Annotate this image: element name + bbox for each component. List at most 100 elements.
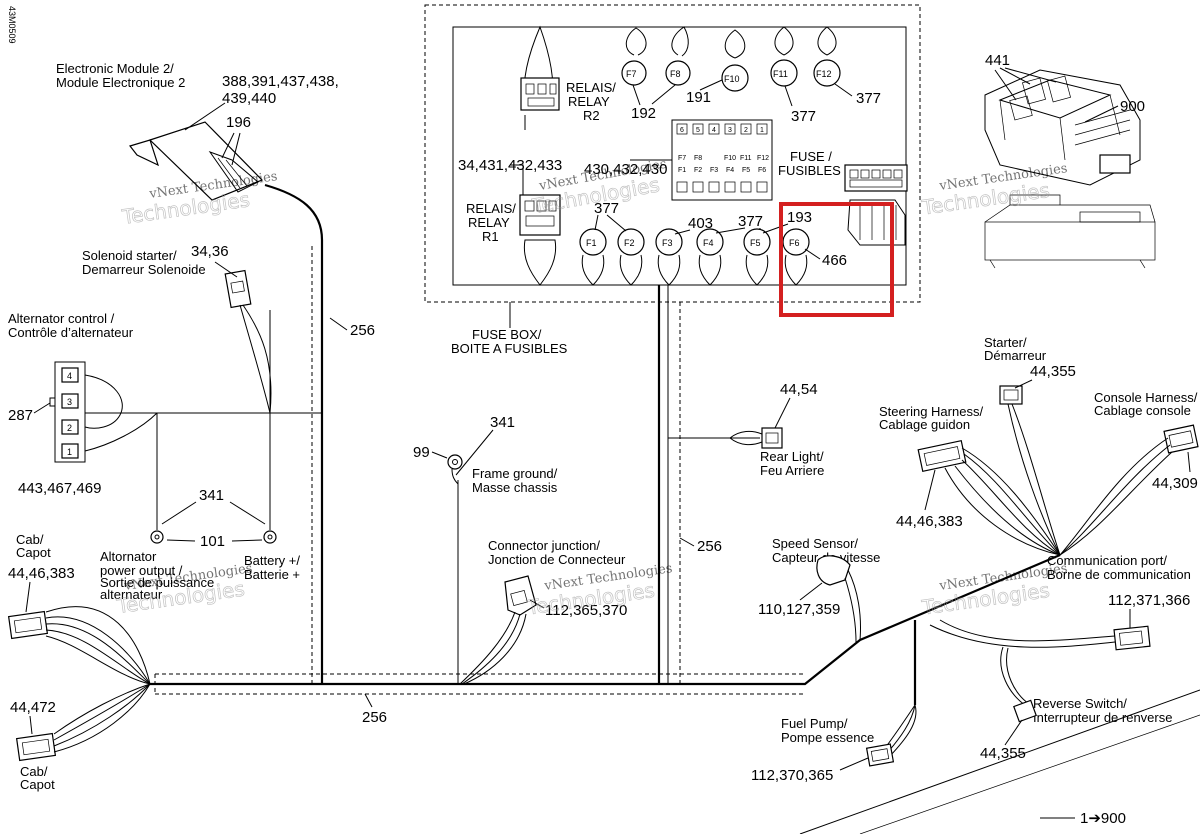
ref-f10: 191 bbox=[686, 89, 711, 106]
comm-name-en: Communication port/ bbox=[1047, 553, 1167, 568]
relay-r2-line1: RELAIS/ bbox=[566, 80, 616, 95]
console-refs: 44,309 bbox=[1152, 475, 1198, 492]
reverse-name-fr: Interrupteur de renverse bbox=[1033, 710, 1172, 725]
rear-light-refs: 44,54 bbox=[780, 381, 818, 398]
ref-f6: 466 bbox=[822, 252, 847, 269]
ring-ref-middle: 101 bbox=[200, 533, 225, 550]
highlight-box bbox=[779, 202, 894, 317]
starter-name-en: Starter/ bbox=[984, 335, 1027, 350]
fuse-label-line1: FUSE / bbox=[790, 149, 832, 164]
ref-f7f8: 192 bbox=[631, 105, 656, 122]
fuse-f2: F2 bbox=[624, 238, 635, 248]
console-name-fr: Cablage console bbox=[1094, 403, 1191, 418]
cab-bottom-refs: 44,472 bbox=[10, 699, 56, 716]
block-num-2: 2 bbox=[744, 127, 748, 134]
alt-pin-4: 4 bbox=[67, 371, 72, 381]
cab-top-name-en: Cab/ bbox=[16, 532, 44, 547]
fuse-f5: F5 bbox=[750, 238, 761, 248]
ref-f12: 377 bbox=[856, 90, 881, 107]
fuse-f12: F12 bbox=[816, 69, 832, 79]
alt-pin-2: 2 bbox=[67, 423, 72, 433]
block-num-6: 6 bbox=[680, 127, 684, 134]
battery-name-fr: Batterie + bbox=[244, 567, 300, 582]
rear-light-name-fr: Feu Arriere bbox=[760, 463, 824, 478]
module-refs-1: 388,391,437,438, bbox=[222, 73, 339, 90]
fuse-label-line2: FUSIBLES bbox=[778, 163, 841, 178]
relay-r1-line2: RELAY bbox=[468, 215, 510, 230]
fuse-f6: F6 bbox=[789, 238, 800, 248]
fuse-f7: F7 bbox=[626, 69, 637, 79]
junction-name-en: Connector junction/ bbox=[488, 538, 600, 553]
block-f12: F12 bbox=[757, 155, 769, 162]
alt-pin-1: 1 bbox=[67, 447, 72, 457]
junction-name-fr: Jonction de Connecteur bbox=[488, 552, 626, 567]
harness-wires bbox=[85, 183, 1061, 705]
fuse-f3: F3 bbox=[662, 238, 673, 248]
inset-fuse-assembly: 441 900 bbox=[984, 52, 1156, 269]
block-num-5: 5 bbox=[696, 127, 700, 134]
fuse-box-title-fr: BOITE A FUSIBLES bbox=[451, 341, 568, 356]
relay-r1: RELAIS/ RELAY R1 bbox=[466, 194, 561, 286]
relay-r2: RELAIS/ RELAY R2 bbox=[520, 25, 616, 123]
frame-ground: 99 341 Frame ground/ Masse chassis bbox=[413, 414, 558, 495]
fuse-box: RELAIS/ RELAY R2 RELAIS/ RELAY R1 F7 F8 bbox=[424, 4, 921, 356]
alt-pin-3: 3 bbox=[67, 397, 72, 407]
cab-bottom-name-en: Cab/ bbox=[20, 764, 48, 779]
ref-f11: 377 bbox=[791, 108, 816, 125]
module-name-en: Electronic Module 2/ bbox=[56, 61, 174, 76]
module-refs-2: 439,440 bbox=[222, 90, 276, 107]
alt-output-line3: Sortie de puissance bbox=[100, 575, 214, 590]
alt-output-line4: alternateur bbox=[100, 587, 163, 602]
ring-terminals: 341 101 Altornator power output / Sortie… bbox=[100, 487, 300, 602]
fuse-holder bbox=[844, 164, 908, 246]
frame-ground-ref-b: 341 bbox=[490, 414, 515, 431]
fuel-refs: 112,370,365 bbox=[751, 767, 833, 784]
fuse-f8: F8 bbox=[670, 69, 681, 79]
module-name-fr: Module Electronique 2 bbox=[56, 75, 185, 90]
rear-light: 44,54 Rear Light/ Feu Arriere bbox=[729, 381, 824, 478]
cab-bottom-name-fr: Capot bbox=[20, 777, 55, 792]
relay-r2-line3: R2 bbox=[583, 108, 600, 123]
cab-bottom: 44,472 Cab/ Capot bbox=[10, 683, 151, 792]
block-num-3: 3 bbox=[728, 127, 732, 134]
top-fuses: F7 F8 F10 F11 F12 bbox=[621, 26, 841, 92]
console-name-en: Console Harness/ bbox=[1094, 390, 1198, 405]
fuse-box-title-en: FUSE BOX/ bbox=[472, 327, 542, 342]
ref-f5f6: 193 bbox=[787, 209, 812, 226]
frame-ground-name-fr: Masse chassis bbox=[472, 480, 558, 495]
block-f7: F7 bbox=[678, 155, 686, 162]
steering-name-fr: Cablage guidon bbox=[879, 417, 970, 432]
alt-control-ref-bottom: 443,467,469 bbox=[18, 480, 101, 497]
right-branches: Starter/ Démarreur 44,355 Steering Harne… bbox=[751, 335, 1200, 834]
harness-ref-vertical: 256 bbox=[350, 322, 375, 339]
block-f11: F11 bbox=[740, 155, 752, 162]
fuel-name-fr: Pompe essence bbox=[781, 730, 874, 745]
ref-f1f2: 377 bbox=[594, 200, 619, 217]
connector-junction: Connector junction/ Jonction de Connecte… bbox=[459, 538, 627, 685]
solenoid-refs: 34,36 bbox=[191, 243, 229, 260]
inset-ref-b: 900 bbox=[1120, 98, 1145, 115]
block-f6: F6 bbox=[758, 167, 766, 174]
block-f1: F1 bbox=[678, 167, 686, 174]
alt-output-line2: power output / bbox=[100, 563, 183, 578]
cab-top: Cab/ Capot 44,46,383 bbox=[7, 532, 151, 685]
block-f10: F10 bbox=[724, 155, 736, 162]
starter-refs: 44,355 bbox=[1030, 363, 1076, 380]
steering-name-en: Steering Harness/ bbox=[879, 404, 983, 419]
frame-ground-ref-a: 99 bbox=[413, 444, 430, 461]
relay-r1-line3: R1 bbox=[482, 229, 499, 244]
junction-refs: 112,365,370 bbox=[545, 602, 627, 619]
solenoid-starter: Solenoid starter/ Demarreur Solenoide 34… bbox=[82, 243, 272, 414]
bottom-fuses: F1 F2 F3 F4 F5 F6 bbox=[579, 228, 810, 286]
module-ref-b: 196 bbox=[226, 114, 251, 131]
comm-name-fr: Borne de communication bbox=[1047, 567, 1191, 582]
page-ref: 1➔900 bbox=[1080, 810, 1126, 827]
alt-control-ref-left: 287 bbox=[8, 407, 33, 424]
block-f8: F8 bbox=[694, 155, 702, 162]
steering-refs: 44,46,383 bbox=[896, 513, 963, 530]
doc-code: 43M0509 bbox=[7, 6, 17, 44]
speed-name-en: Speed Sensor/ bbox=[772, 536, 858, 551]
reverse-name-en: Reverse Switch/ bbox=[1033, 696, 1127, 711]
speed-refs: 110,127,359 bbox=[758, 601, 840, 618]
